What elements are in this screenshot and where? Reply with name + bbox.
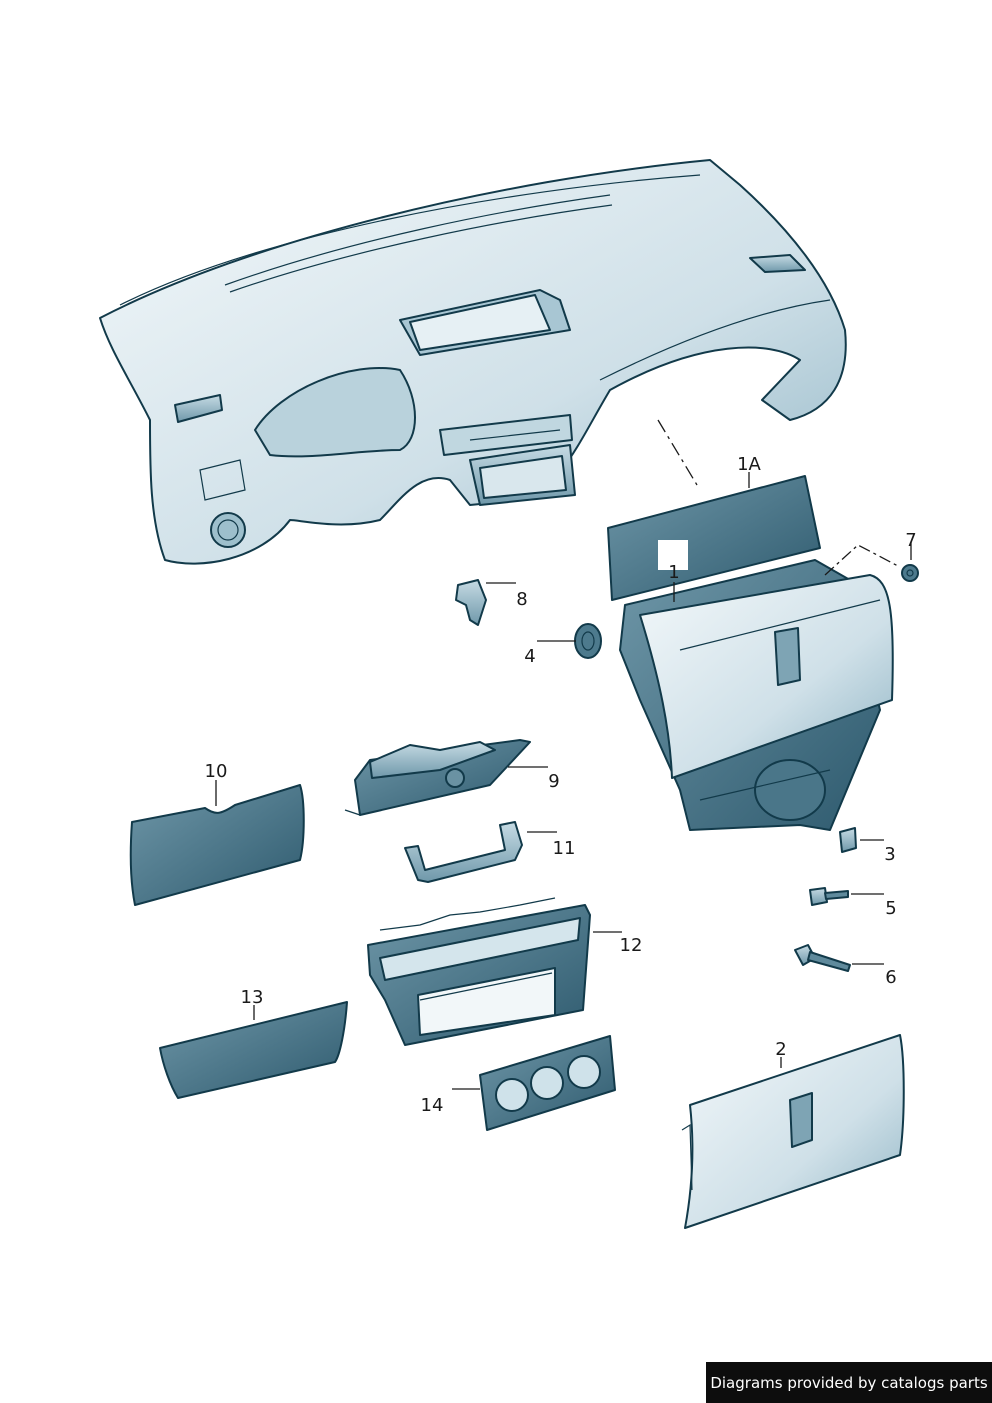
part-12-frame bbox=[367, 897, 591, 1046]
dashboard-panel bbox=[99, 159, 847, 565]
part-11-bracket bbox=[404, 821, 523, 883]
part-4-ring bbox=[574, 623, 602, 659]
part-9-switch-bracket bbox=[344, 739, 531, 816]
callout-13: 13 bbox=[241, 987, 264, 1008]
part-13-trim-strip bbox=[159, 1001, 348, 1099]
leader-lines bbox=[215, 419, 912, 1090]
callout-5: 5 bbox=[885, 898, 896, 919]
callout-8: 8 bbox=[516, 589, 527, 610]
callout-14: 14 bbox=[421, 1095, 444, 1116]
callout-9: 9 bbox=[548, 771, 559, 792]
callout-1: 1 bbox=[668, 562, 679, 583]
callout-2: 2 bbox=[775, 1039, 786, 1060]
part-3-clip bbox=[839, 827, 857, 853]
credit-banner: Diagrams provided by catalogs parts bbox=[706, 1362, 992, 1403]
callout-11: 11 bbox=[553, 838, 576, 859]
callout-12: 12 bbox=[620, 935, 643, 956]
part-1-glovebox-housing bbox=[619, 559, 894, 831]
part-10-cover-panel bbox=[129, 784, 305, 906]
part-7-clip bbox=[901, 564, 919, 582]
callout-10: 10 bbox=[205, 761, 228, 782]
callout-7: 7 bbox=[905, 530, 916, 551]
part-8-bracket bbox=[455, 579, 487, 626]
callout-3: 3 bbox=[884, 844, 895, 865]
callout-6: 6 bbox=[885, 967, 896, 988]
part-2-glovebox-lid bbox=[681, 1034, 905, 1229]
callout-4: 4 bbox=[524, 646, 535, 667]
part-5-screw bbox=[809, 887, 849, 906]
callout-1a: 1A bbox=[737, 454, 761, 475]
part-14-bezel bbox=[479, 1035, 616, 1131]
callouts: 1A 1 7 8 4 9 10 11 12 13 14 2 3 5 6 bbox=[205, 454, 917, 1116]
part-6-lamp bbox=[794, 944, 851, 972]
part-1a-panel bbox=[607, 475, 821, 601]
credit-text: Diagrams provided by catalogs parts bbox=[710, 1373, 988, 1392]
